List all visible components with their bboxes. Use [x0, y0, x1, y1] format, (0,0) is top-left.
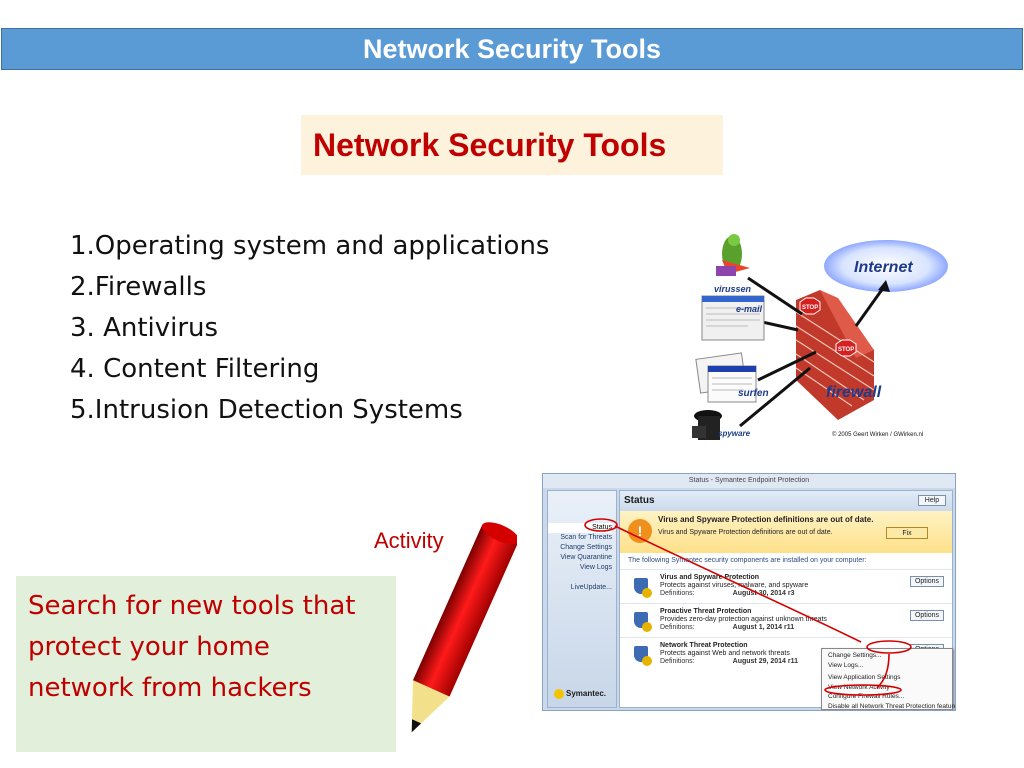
- internet-cloud-icon: [824, 240, 948, 292]
- brick-wall-icon: [795, 290, 875, 420]
- help-button[interactable]: Help: [918, 495, 946, 506]
- stop-sign-icon: STOP: [835, 339, 857, 357]
- activity-box: Search for new tools that protect your h…: [16, 576, 396, 752]
- component-name: Network Threat Protection: [660, 642, 748, 649]
- options-button[interactable]: Options: [910, 610, 944, 621]
- symantec-window: Status - Symantec Endpoint Protection St…: [542, 473, 956, 711]
- surfen-label: surfen: [738, 388, 769, 399]
- component-desc: Protects against viruses, malware, and s…: [660, 582, 809, 589]
- nav-change-settings[interactable]: Change Settings: [560, 544, 612, 551]
- menu-item[interactable]: View Network Activity: [828, 683, 890, 691]
- menu-item[interactable]: View Logs...: [828, 661, 864, 669]
- tools-list-item: 5.Intrusion Detection Systems: [70, 395, 463, 425]
- firewall-illustration: Internet STOP STOP virussen: [692, 234, 948, 440]
- email-window-icon: [701, 295, 765, 341]
- definitions-value: August 30, 2014 r3: [732, 590, 795, 597]
- tools-list-item: 1.Operating system and applications: [70, 231, 550, 261]
- header-bar: Network Security Tools: [1, 28, 1023, 70]
- nav-status[interactable]: Status: [548, 523, 612, 533]
- definitions-value: August 1, 2014 r11: [732, 624, 795, 631]
- tools-list-item: 2.Firewalls: [70, 272, 207, 302]
- component-row: Proactive Threat Protection Provides zer…: [620, 603, 952, 637]
- tools-list-item: 4. Content Filtering: [70, 354, 320, 384]
- status-dot-icon: [642, 588, 652, 598]
- symantec-check-icon: [554, 689, 564, 699]
- tools-list: 1.Operating system and applications 2.Fi…: [70, 226, 549, 431]
- symantec-logo: Symantec.: [554, 689, 606, 699]
- nav-view-logs[interactable]: View Logs: [579, 564, 612, 571]
- virus-parrot-icon: [716, 234, 750, 276]
- nav-view-quarantine[interactable]: View Quarantine: [560, 554, 612, 561]
- status-heading: Status: [620, 491, 952, 511]
- stop-sign-icon: STOP: [799, 297, 821, 315]
- definitions-label: Definitions:: [660, 658, 695, 665]
- stop-label: STOP: [802, 305, 818, 311]
- header-title: Network Security Tools: [362, 33, 662, 64]
- symantec-brand: Symantec.: [566, 689, 607, 699]
- activity-line: network from hackers: [28, 673, 312, 703]
- status-dot-icon: [642, 622, 652, 632]
- nav-scan-for-threats[interactable]: Scan for Threats: [560, 534, 612, 541]
- fix-button[interactable]: Fix: [886, 527, 928, 539]
- pencil-icon: [411, 522, 517, 733]
- slide-title-box: Network Security Tools: [301, 115, 723, 175]
- component-row: Virus and Spyware Protection Protects ag…: [620, 569, 952, 603]
- spyware-label: spyware: [718, 429, 751, 438]
- options-button[interactable]: Options: [910, 576, 944, 587]
- slide-title: Network Security Tools: [313, 126, 667, 163]
- copyright-label: © 2005 Geert Wirken / GWirken.nl: [832, 431, 923, 438]
- menu-item[interactable]: Disable all Network Threat Protection fe…: [828, 702, 956, 710]
- definitions-value: August 29, 2014 r11: [732, 658, 799, 665]
- component-desc: Protects against Web and network threats: [660, 650, 790, 657]
- activity-label: Activity: [374, 528, 444, 553]
- email-label: e-mail: [736, 304, 763, 314]
- component-name: Virus and Spyware Protection: [660, 574, 760, 581]
- menu-item[interactable]: Change Settings...: [828, 652, 882, 659]
- activity-line: Search for new tools that: [28, 591, 356, 621]
- menu-item-configure-firewall[interactable]: Configure Firewall Rules...: [828, 693, 905, 700]
- nav-liveupdate[interactable]: LiveUpdate...: [570, 584, 612, 591]
- definitions-label: Definitions:: [660, 624, 695, 631]
- warning-icon: !: [628, 519, 652, 543]
- tools-list-item: 3. Antivirus: [70, 313, 219, 343]
- component-desc: Provides zero-day protection against unk…: [660, 616, 827, 623]
- internet-label: Internet: [854, 259, 913, 276]
- symantec-nav: Status Scan for Threats Change Settings …: [547, 490, 617, 708]
- options-context-menu: Change Settings... View Logs... View App…: [821, 648, 956, 710]
- firewall-label: firewall: [826, 384, 882, 401]
- component-name: Proactive Threat Protection: [660, 608, 752, 615]
- spy-icon: [692, 410, 722, 440]
- activity-line: protect your home: [28, 632, 270, 662]
- alert-title: Virus and Spyware Protection definitions…: [658, 515, 874, 524]
- virussen-label: virussen: [714, 284, 752, 294]
- status-dot-icon: [642, 656, 652, 666]
- stop-label: STOP: [838, 347, 854, 353]
- symantec-titlebar: Status - Symantec Endpoint Protection: [543, 474, 955, 488]
- menu-item[interactable]: View Application Settings: [828, 674, 901, 681]
- out-of-date-alert: ! Virus and Spyware Protection definitio…: [620, 511, 952, 553]
- browser-window-icon: [695, 352, 757, 403]
- definitions-label: Definitions:: [660, 590, 695, 597]
- components-info: The following Symantec security componen…: [628, 557, 867, 564]
